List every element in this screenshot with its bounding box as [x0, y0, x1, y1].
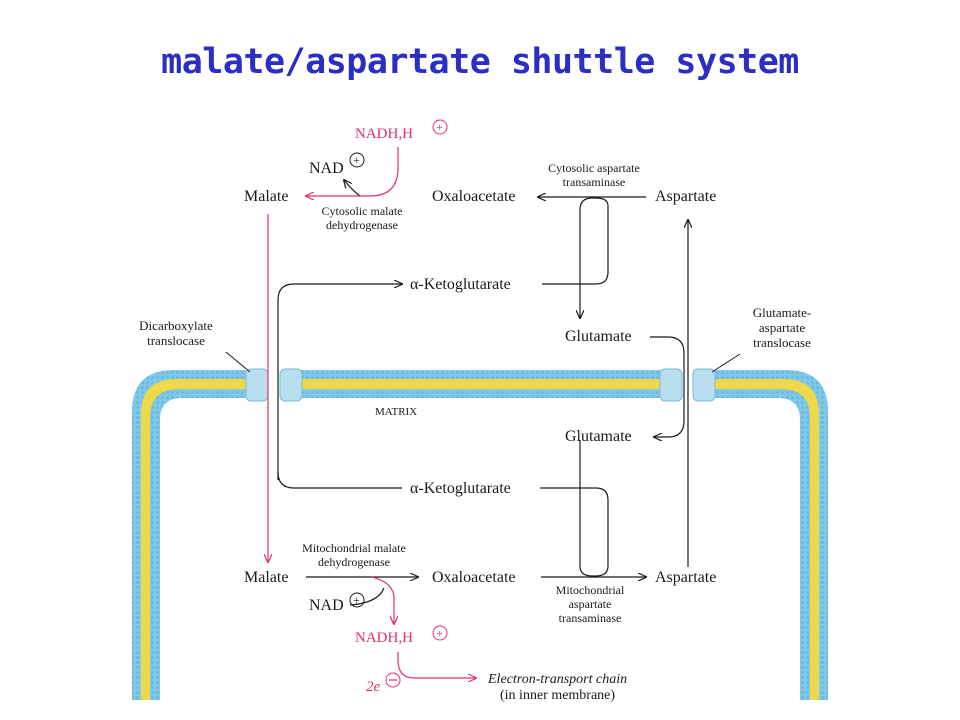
ketoglutarate-matrix: α-Ketoglutarate	[410, 480, 511, 497]
nad-cytosol: NAD +	[309, 152, 365, 177]
electrons-label: 2e	[366, 672, 401, 695]
svg-text:+: +	[436, 120, 443, 134]
arrow-mito-nadh-out	[371, 576, 394, 624]
glutamate-matrix: Glutamate	[565, 428, 632, 445]
dicarboxylate-translocase-channel-right	[279, 368, 303, 402]
svg-text:NADH,H: NADH,H	[355, 126, 413, 142]
aspartate-cytosol: Aspartate	[655, 188, 716, 205]
dicarboxylate-label-line2: translocase	[147, 333, 205, 348]
arrow-cyto-nadh-in	[306, 147, 399, 196]
page-title: malate/aspartate shuttle system	[161, 42, 799, 82]
inner-mitochondrial-membrane	[132, 366, 828, 700]
arrow-ketoglutarate-export	[277, 471, 402, 489]
ketoglutarate-cytosol: α-Ketoglutarate	[410, 276, 511, 293]
dicarboxylate-label-line1: Dicarboxylate	[139, 318, 213, 333]
oxaloacetate-matrix: Oxaloacetate	[432, 569, 516, 586]
nadh-cytosol: NADH,H +	[355, 119, 448, 142]
svg-text:NAD: NAD	[309, 160, 344, 177]
mito-transaminase-line3: transaminase	[559, 611, 622, 625]
svg-text:2e: 2e	[366, 679, 381, 695]
nad-matrix: NAD +	[309, 592, 365, 614]
mito-transaminase-line2: aspartate	[569, 597, 612, 611]
arrow-glutamate-import	[650, 336, 685, 437]
matrix-label: MATRIX	[375, 406, 417, 418]
cytosolic-transaminase-line2: transaminase	[563, 175, 626, 189]
dicarboxylate-translocase-channel-left	[245, 368, 269, 402]
arrow-mito-nad-in	[349, 587, 385, 606]
arrow-ketoglutarate-import	[277, 284, 402, 480]
glu-asp-translocase-channel-right	[692, 368, 716, 402]
oxaloacetate-cytosol: Oxaloacetate	[432, 188, 516, 205]
glu-asp-label-line2: aspartate	[759, 320, 805, 335]
glu-asp-label-line3: translocase	[753, 335, 811, 350]
svg-text:NAD: NAD	[309, 597, 344, 614]
glu-asp-label-line1: Glutamate-	[753, 305, 811, 320]
svg-text:+: +	[353, 593, 360, 607]
glu-asp-pointer	[711, 353, 741, 373]
glutamate-cytosol: Glutamate	[565, 328, 632, 345]
malate-cytosol: Malate	[244, 188, 288, 205]
arrow-electrons	[397, 652, 476, 678]
etc-label-line2: (in inner membrane)	[500, 688, 615, 703]
mito-malate-dh-line1: Mitochondrial malate	[302, 541, 406, 555]
arrow-cyto-nad-out	[344, 180, 361, 197]
arrow-cytosolic-transaminase-loop	[542, 197, 609, 318]
arrow-mitochondrial-transaminase-loop	[540, 440, 609, 577]
cytosolic-malate-dh-line1: Cytosolic malate	[322, 204, 403, 218]
nadh-matrix: NADH,H +	[355, 625, 448, 646]
mito-malate-dh-line2: dehydrogenase	[318, 555, 390, 569]
malate-matrix: Malate	[244, 569, 288, 586]
svg-text:+: +	[353, 153, 360, 167]
dicarboxylate-pointer	[225, 351, 251, 373]
etc-label-line1: Electron-transport chain	[487, 672, 627, 687]
mito-transaminase-line1: Mitochondrial	[556, 583, 625, 597]
aspartate-matrix: Aspartate	[655, 569, 716, 586]
svg-text:+: +	[436, 626, 443, 640]
glu-asp-translocase-channel-left	[659, 368, 683, 402]
cytosolic-malate-dh-line2: dehydrogenase	[326, 218, 398, 232]
svg-text:NADH,H: NADH,H	[355, 630, 413, 646]
cytosolic-transaminase-line1: Cytosolic aspartate	[548, 161, 640, 175]
